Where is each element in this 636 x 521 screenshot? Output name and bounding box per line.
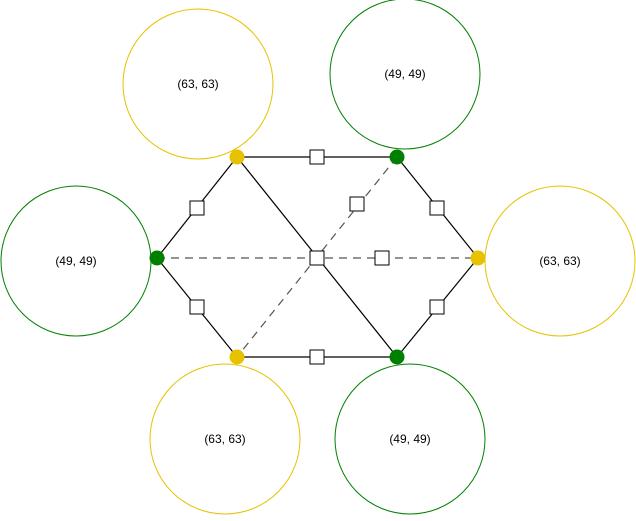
edge-marker: [374, 250, 390, 266]
circle-left-label: (49, 49): [55, 254, 96, 268]
circle-bottom-right-label: (49, 49): [389, 432, 430, 446]
edge-marker: [429, 200, 445, 216]
circle-top-left: [122, 8, 274, 160]
edge-marker: [189, 299, 205, 315]
circle-right: [484, 185, 636, 337]
node-left: [149, 250, 165, 266]
edge-marker: [189, 200, 205, 216]
node-top-right: [389, 149, 405, 165]
circle-top-left-label: (63, 63): [177, 77, 218, 91]
edge-marker: [429, 299, 445, 315]
edge-marker: [349, 196, 365, 212]
edge-marker: [309, 149, 325, 165]
circle-bottom-right: [334, 363, 486, 515]
edge-marker: [309, 250, 325, 266]
node-right: [470, 250, 486, 266]
circle-right-label: (63, 63): [539, 254, 580, 268]
edge-marker: [309, 349, 325, 365]
node-bottom-left: [229, 349, 245, 365]
node-top-left: [229, 149, 245, 165]
circle-top-right-label: (49, 49): [384, 67, 425, 81]
circle-bottom-left: [149, 363, 301, 515]
node-bottom-right: [389, 349, 405, 365]
circle-bottom-left-label: (63, 63): [204, 432, 245, 446]
circle-top-right: [329, 0, 481, 150]
